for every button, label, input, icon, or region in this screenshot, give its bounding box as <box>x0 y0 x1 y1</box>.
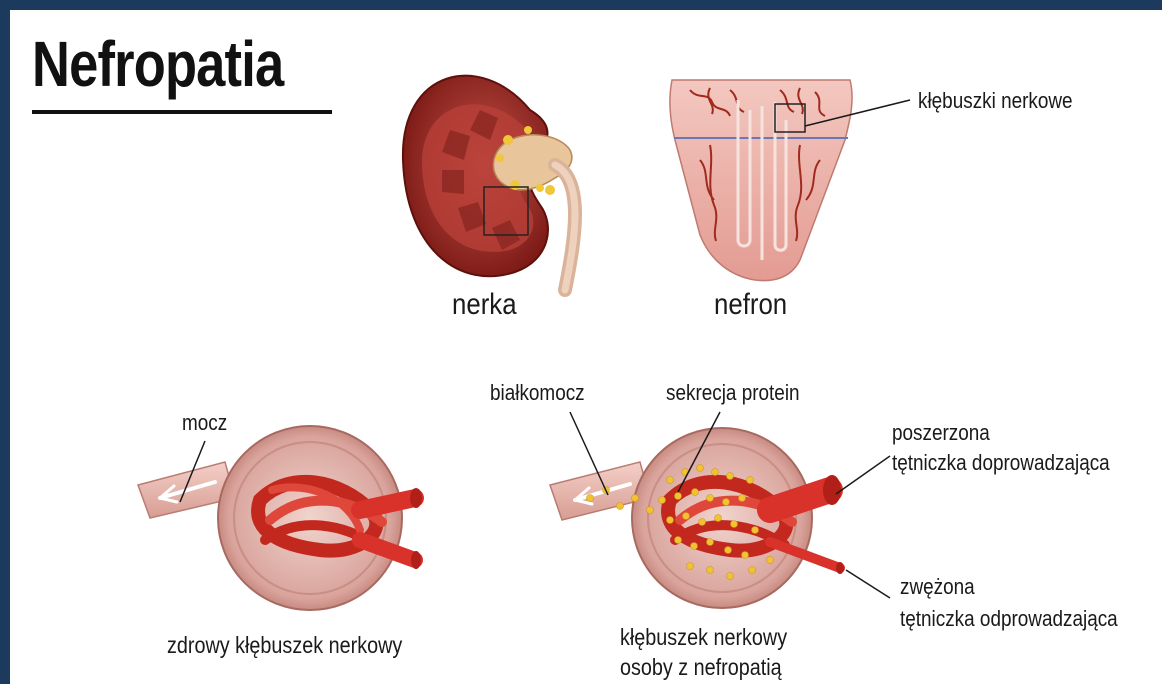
sick-glomerulus-caption-line1: kłębuszek nerkowy <box>620 624 787 651</box>
urine-label: mocz <box>182 410 227 436</box>
dilated-arteriole-leader-line <box>836 456 890 494</box>
narrowed-arteriole-leader-line <box>846 570 890 598</box>
glomeruli-label: kłębuszki nerkowe <box>918 88 1073 114</box>
diagram-panel: Nefropatia <box>10 10 1162 684</box>
dilated-arteriole-label-line2: tętniczka doprowadzająca <box>892 450 1110 476</box>
proteinuria-label: białkomocz <box>490 380 585 406</box>
nephron-caption: nefron <box>714 288 787 322</box>
kidney-caption: nerka <box>452 288 517 322</box>
dilated-arteriole-label-line1: poszerzona <box>892 420 990 446</box>
healthy-glomerulus-illustration <box>138 426 422 610</box>
nephron-illustration <box>670 80 852 281</box>
protein-secretion-label: sekrecja protein <box>666 380 800 406</box>
narrowed-arteriole-label-line1: zwężona <box>900 574 975 600</box>
kidney-illustration <box>403 76 575 290</box>
sick-glomerulus-caption-line2: osoby z nefropatią <box>620 654 782 681</box>
healthy-glomerulus-caption: zdrowy kłębuszek nerkowy <box>167 632 402 659</box>
narrowed-arteriole-label-line2: tętniczka odprowadzająca <box>900 606 1118 632</box>
